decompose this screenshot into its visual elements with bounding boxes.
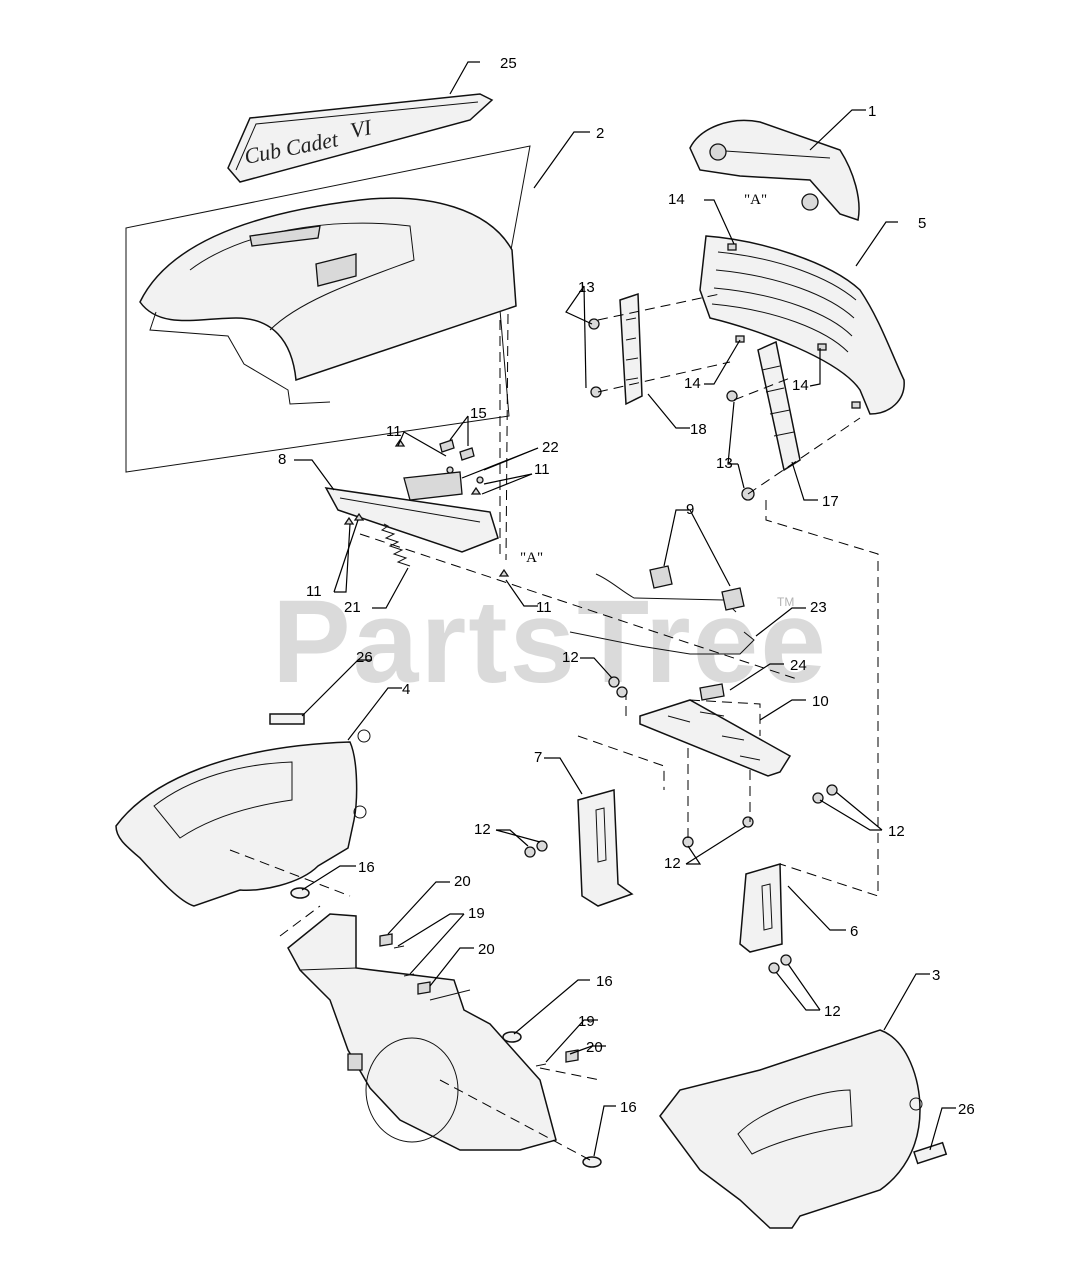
callout-12-right[interactable]: 12	[888, 823, 905, 840]
part-18-bracket[interactable]	[619, 292, 643, 406]
assembly-lines	[229, 293, 879, 1161]
watermark-trademark: TM	[777, 595, 794, 609]
callout-20-middle[interactable]: 20	[478, 941, 495, 958]
callout-11-bottom-right[interactable]: 11	[536, 599, 552, 616]
callout-3[interactable]: 3	[932, 967, 940, 984]
callout-17[interactable]: 17	[822, 493, 839, 510]
fasteners-11-15-22	[343, 438, 510, 577]
watermark-text: PartsTree	[272, 576, 828, 708]
callout-8[interactable]: 8	[278, 451, 286, 468]
callout-11-top-right[interactable]: 11	[534, 461, 550, 478]
reference-marker-a-top: "A"	[744, 192, 767, 208]
part-2-hood[interactable]	[125, 145, 531, 473]
callout-6[interactable]: 6	[850, 923, 858, 940]
callout-16-bottom[interactable]: 16	[620, 1099, 637, 1116]
part-5-front-grille[interactable]	[699, 235, 905, 415]
callout-9[interactable]: 9	[686, 501, 694, 518]
callout-25[interactable]: 25	[500, 55, 517, 72]
callout-24[interactable]: 24	[790, 657, 807, 674]
part-4-left-side-panel[interactable]	[115, 729, 371, 907]
callout-14-top[interactable]: 14	[668, 191, 685, 208]
callout-13-left[interactable]: 13	[578, 279, 595, 296]
callout-18[interactable]: 18	[690, 421, 707, 438]
callout-19-bottom[interactable]: 19	[578, 1013, 595, 1030]
callout-1[interactable]: 1	[868, 103, 876, 120]
part-17-bracket[interactable]	[757, 340, 801, 472]
callout-20-top[interactable]: 20	[454, 873, 471, 890]
callout-16-left[interactable]: 16	[358, 859, 375, 876]
callout-10[interactable]: 10	[812, 693, 829, 710]
callout-labels: 25 2 1 5 14 14 14 13 13 18 17 15 22 11 1…	[278, 55, 975, 1118]
callout-12-left[interactable]: 12	[474, 821, 491, 838]
callout-20-bottom[interactable]: 20	[586, 1039, 603, 1056]
part-21-spring[interactable]	[380, 523, 411, 567]
part-10-mount-plate[interactable]	[639, 699, 792, 777]
callout-12-center[interactable]: 12	[664, 855, 681, 872]
callout-12-top[interactable]: 12	[562, 649, 579, 666]
callout-11-bottom-left[interactable]: 11	[306, 583, 322, 600]
callout-26-left[interactable]: 26	[356, 649, 373, 666]
callout-11-top-left[interactable]: 11	[386, 423, 402, 440]
dash-panel-frame[interactable]	[287, 913, 557, 1151]
callout-21[interactable]: 21	[344, 599, 361, 616]
part-7-bracket[interactable]	[577, 789, 634, 907]
callout-15[interactable]: 15	[470, 405, 487, 422]
callout-14-right[interactable]: 14	[792, 377, 809, 394]
callout-19-top[interactable]: 19	[468, 905, 485, 922]
part-9-23-rods[interactable]	[569, 565, 755, 701]
part-16-grommets	[290, 887, 602, 1168]
part-8-hood-bracket[interactable]	[324, 471, 499, 553]
callout-7[interactable]: 7	[534, 749, 542, 766]
part-26-decals[interactable]	[269, 713, 948, 1165]
callout-26-right[interactable]: 26	[958, 1101, 975, 1118]
part-25-logo-emblem[interactable]: Cub Cadet VI	[227, 93, 494, 183]
fasteners-13-14	[588, 243, 861, 501]
callout-12-bottom[interactable]: 12	[824, 1003, 841, 1020]
part-6-bracket[interactable]	[739, 863, 783, 953]
callout-22[interactable]: 22	[542, 439, 559, 456]
fasteners-19-20	[379, 933, 579, 1067]
part-1-grille-top[interactable]	[689, 119, 860, 221]
callout-13-right[interactable]: 13	[716, 455, 733, 472]
callout-2[interactable]: 2	[596, 125, 604, 142]
callout-14-left[interactable]: 14	[684, 375, 701, 392]
callout-16-center[interactable]: 16	[596, 973, 613, 990]
reference-marker-a-bracket: "A"	[520, 550, 543, 566]
part-3-right-side-panel[interactable]	[659, 1029, 923, 1229]
callout-5[interactable]: 5	[918, 215, 926, 232]
callout-23[interactable]: 23	[810, 599, 827, 616]
callout-leaders	[294, 61, 956, 1157]
callout-4[interactable]: 4	[402, 681, 410, 698]
